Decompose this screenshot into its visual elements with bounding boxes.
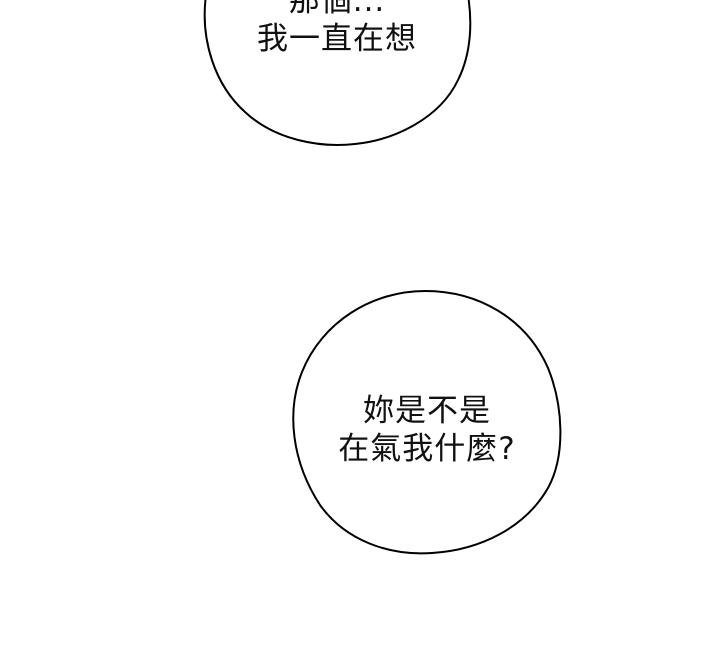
speech-line: 妳是不是 [363, 393, 491, 429]
speech-bubble-bottom-text: 妳是不是 在氣我什麼? [294, 392, 560, 468]
speech-line: 在氣我什麼? [338, 431, 516, 467]
speech-line: 那個... [288, 0, 386, 19]
speech-line: 我一直在想 [257, 21, 417, 57]
speech-bubble-bottom-outline [292, 289, 562, 555]
speech-bubble-top-text: 那個... 我一直在想 [204, 0, 470, 58]
speech-bubble-top-outline [203, 0, 472, 146]
